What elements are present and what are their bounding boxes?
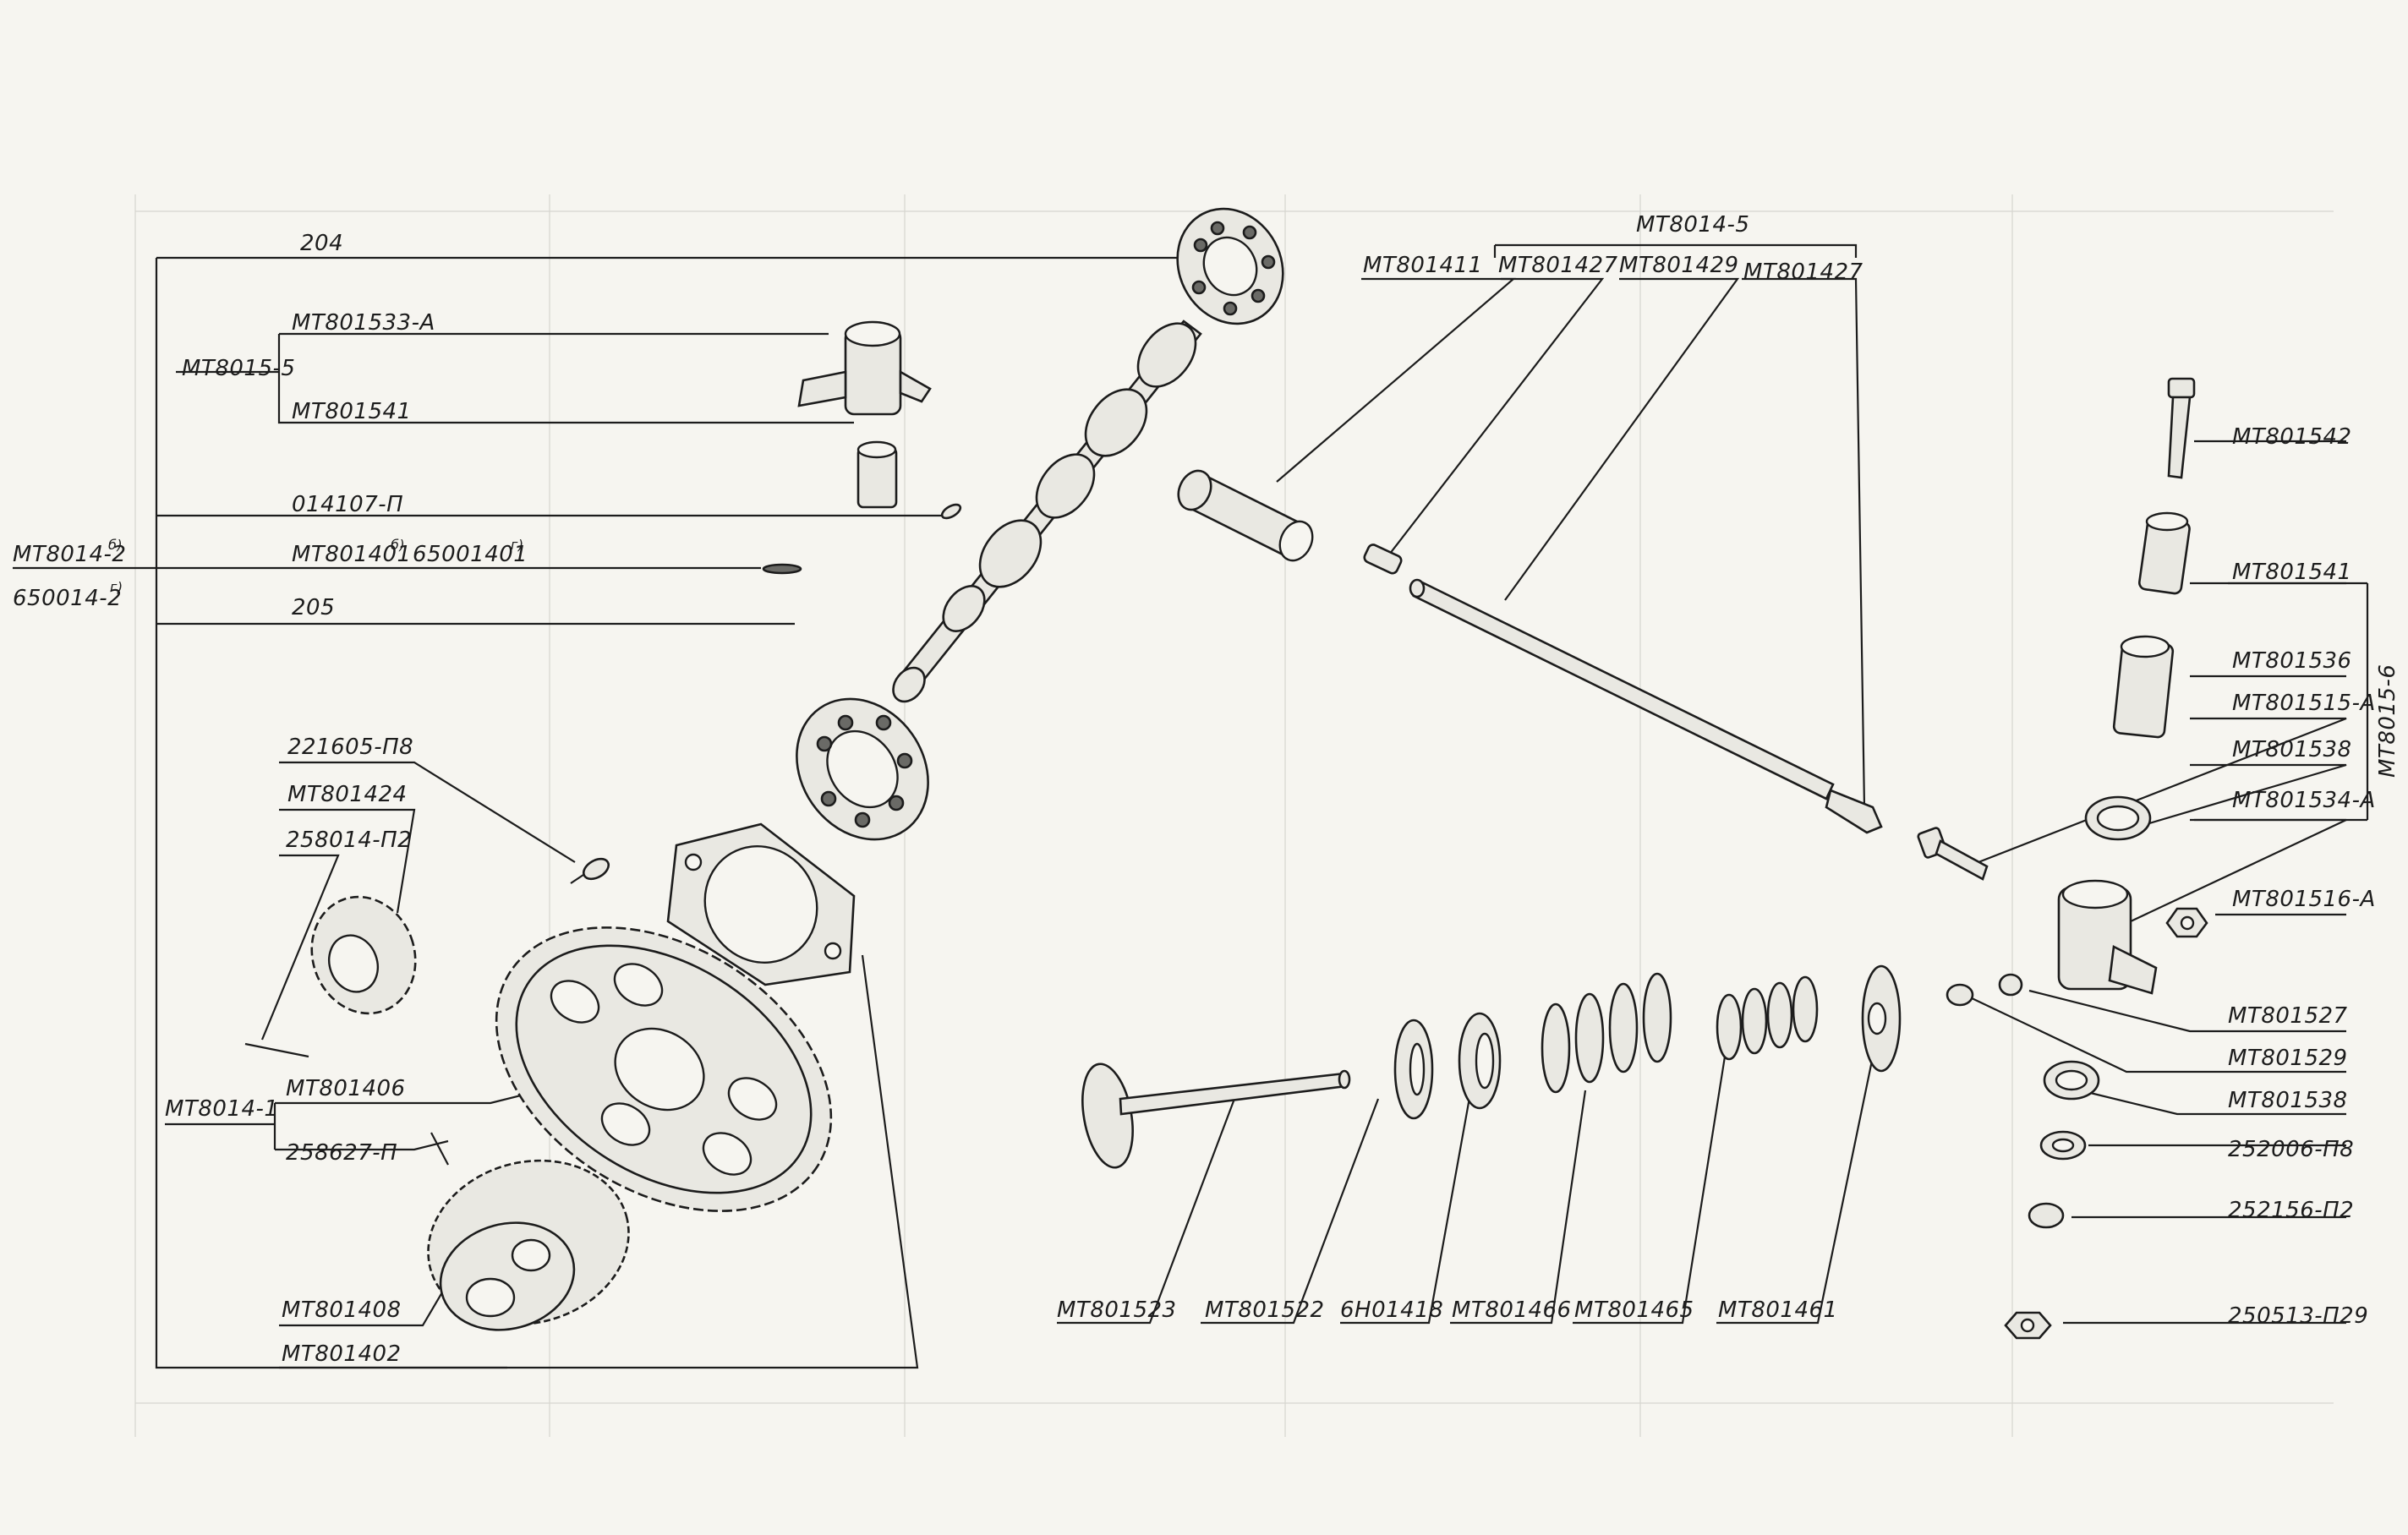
- label-mt8015-5: MT8015-5: [182, 356, 295, 381]
- label-258627: 258627-П: [286, 1140, 397, 1166]
- key-mt801401: [762, 563, 802, 575]
- label-mt801541-left: MT801541: [292, 399, 412, 424]
- label-mt801529: MT801529: [2228, 1046, 2348, 1071]
- spring-mt801465: [1716, 975, 1819, 1061]
- screw-mt801515a: [1917, 827, 1989, 881]
- label-mt801534a: MT801534-A: [2232, 788, 2376, 813]
- label-mt801406: MT801406: [286, 1076, 406, 1101]
- label-250513: 250513-П29: [2228, 1303, 2368, 1329]
- label-mt8014-2: MT8014-2: [13, 542, 126, 567]
- label-mt801541-right: MT801541: [2232, 560, 2352, 585]
- bushing-mt801541-left: [856, 440, 898, 509]
- part-labels: 204 MT801533-A MT8015-5 MT801541 014107-…: [13, 212, 2400, 1367]
- leader-lines-center: [1057, 243, 1874, 1325]
- gear-mt801424: [310, 895, 417, 1015]
- label-mt801402: MT801402: [282, 1341, 402, 1367]
- label-65001401: 65001401: [413, 542, 528, 567]
- label-650014-2-sup: г): [110, 579, 123, 595]
- pin-mt801427-a: [1363, 544, 1403, 575]
- label-mt801542: MT801542: [2232, 424, 2352, 450]
- gear-mt801406: [495, 926, 833, 1212]
- rocker-mt801534a: [2057, 879, 2158, 995]
- nut-250513: [2004, 1311, 2052, 1340]
- label-mt801461: MT801461: [1718, 1297, 1838, 1323]
- label-205: 205: [292, 595, 335, 620]
- label-mt801538-b: MT801538: [2228, 1088, 2348, 1113]
- label-mt801408: MT801408: [282, 1297, 402, 1323]
- label-mt801522: MT801522: [1205, 1297, 1325, 1323]
- nut-mt801516a: [2165, 907, 2208, 938]
- washer-mt801522: [1393, 1019, 1434, 1120]
- label-252156: 252156-П2: [2228, 1198, 2354, 1223]
- pin-258014: [244, 1042, 309, 1058]
- bushing-mt801541-right: [2137, 511, 2191, 595]
- label-mt8015-6: MT8015-6: [2375, 664, 2400, 778]
- label-204: 204: [300, 231, 343, 256]
- pin-014107: [940, 503, 962, 520]
- part-mt801529: [1998, 973, 2023, 997]
- label-mt801466: MT801466: [1452, 1297, 1572, 1323]
- cam-lever-mt801533a: [797, 320, 932, 416]
- label-650014-2: 650014-2: [13, 586, 122, 611]
- label-mt8014-1: MT8014-1: [165, 1096, 278, 1122]
- label-mt801516a: MT801516-A: [2232, 887, 2376, 912]
- cup-mt801427-b: [1825, 789, 1883, 834]
- label-258014: 258014-П2: [286, 828, 412, 853]
- bearing-205: [796, 697, 929, 841]
- label-mt801465: MT801465: [1574, 1297, 1694, 1323]
- hub-mt801408: [427, 1159, 630, 1331]
- label-mt801515a: MT801515-A: [2232, 691, 2376, 716]
- bushing-mt801536: [2112, 635, 2175, 739]
- valve-mt801523: [1081, 1062, 1351, 1169]
- label-mt8014-2-sup: б): [108, 537, 123, 553]
- leader-lines-right: [1969, 440, 2369, 1325]
- label-252006: 252006-П8: [2228, 1137, 2354, 1162]
- label-mt801536: MT801536: [2232, 648, 2352, 674]
- bolt-mt801542: [2167, 377, 2196, 479]
- label-mt801538-a: MT801538: [2232, 737, 2352, 762]
- seal-6h01418: [1458, 1012, 1502, 1110]
- label-014107: 014107-П: [292, 492, 403, 517]
- label-mt801427-b: MT801427: [1743, 259, 1863, 285]
- label-mt801401: MT801401: [292, 542, 412, 567]
- pin-258627: [430, 1132, 449, 1166]
- label-mt8014-5: MT8014-5: [1636, 212, 1749, 238]
- label-mt801523: MT801523: [1057, 1297, 1177, 1323]
- sleeve-mt801411: [1177, 469, 1314, 562]
- screw-221605: [570, 857, 610, 884]
- label-mt801411: MT801411: [1363, 253, 1483, 278]
- label-65001401-sup: г): [511, 537, 524, 553]
- label-mt801424: MT801424: [287, 782, 408, 807]
- label-mt801429: MT801429: [1619, 253, 1739, 278]
- bearing-housing: [666, 822, 856, 986]
- label-mt801527: MT801527: [2228, 1003, 2348, 1029]
- part-mt801527: [1946, 983, 1974, 1007]
- retainer-mt801461: [1861, 964, 1902, 1073]
- spring-mt801466: [1541, 972, 1672, 1094]
- label-mt801427-a: MT801427: [1498, 253, 1618, 278]
- camshaft: [892, 320, 1202, 703]
- label-221605: 221605-П8: [287, 735, 413, 760]
- pushrod-mt801429: [1409, 578, 1835, 800]
- label-mt801401-sup: б): [391, 537, 405, 553]
- bearing-204: [1176, 207, 1284, 325]
- ring-252156: [2028, 1202, 2065, 1229]
- label-mt801533a: MT801533-A: [292, 310, 435, 336]
- label-6h01418: 6Н01418: [1340, 1297, 1443, 1323]
